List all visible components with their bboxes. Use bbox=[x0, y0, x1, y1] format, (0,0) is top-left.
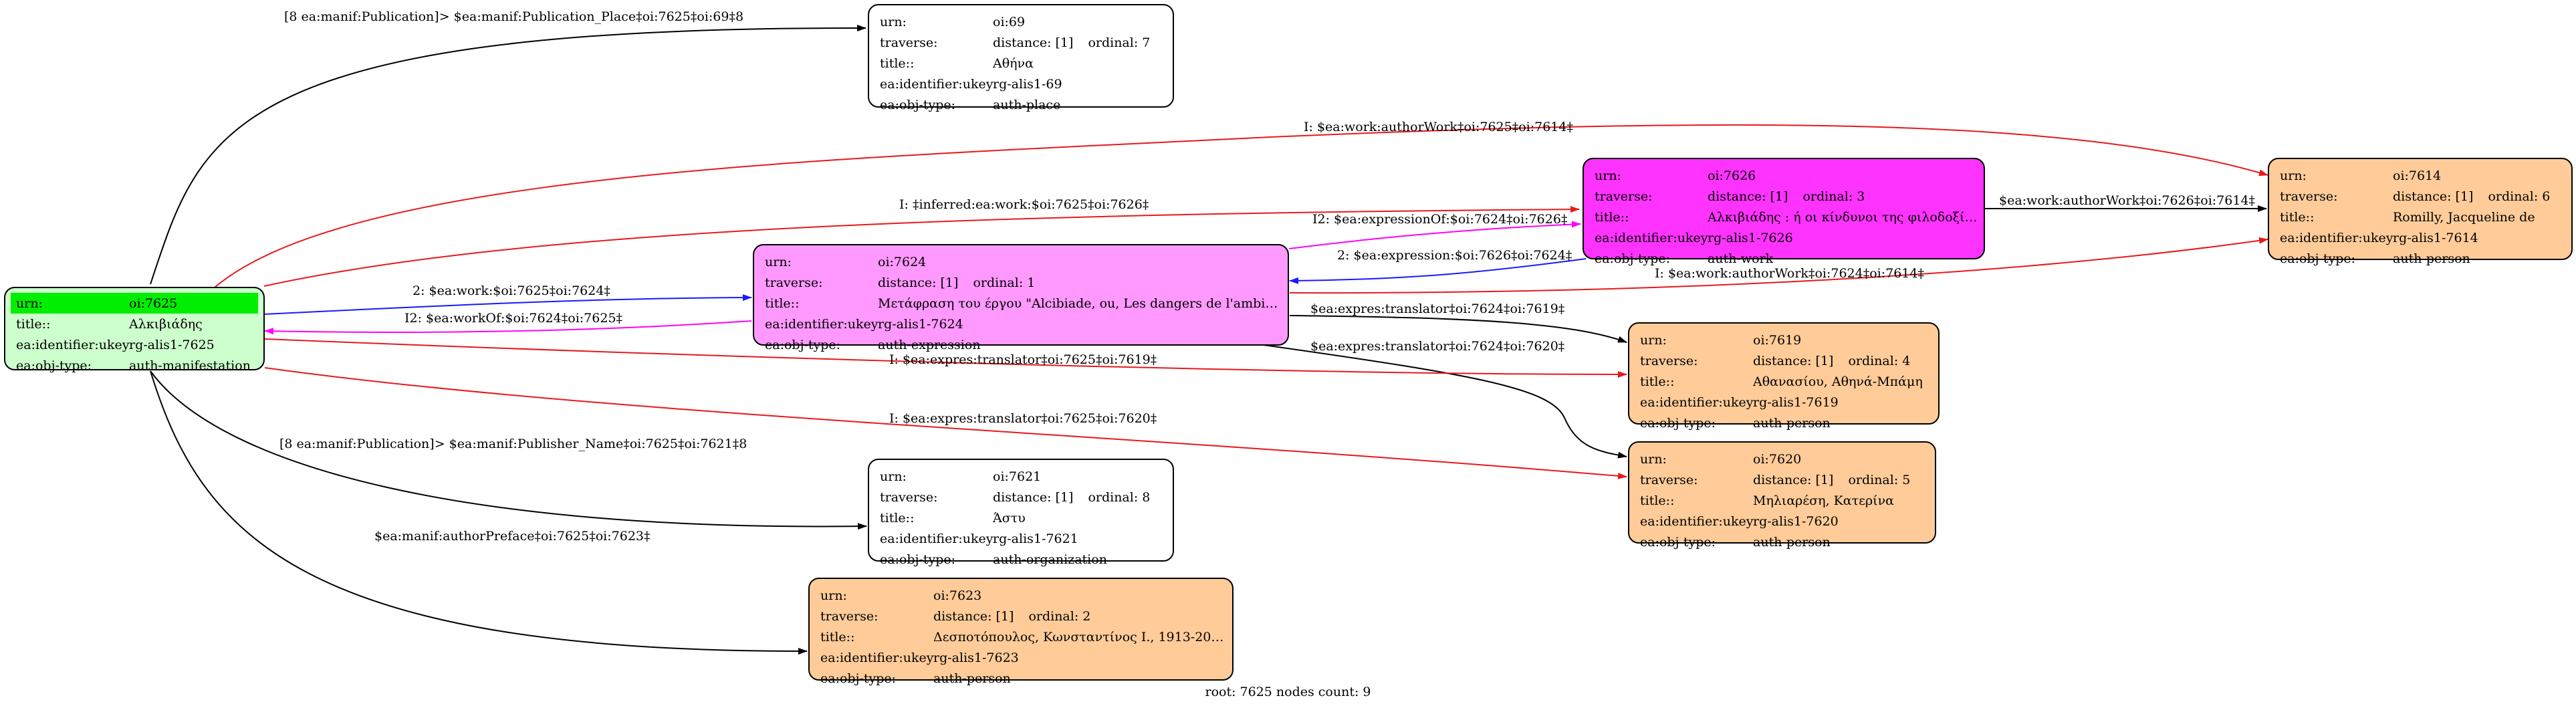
node-oi-7623[interactable]: urn:oi:7623 traverse:distance: [1]ordina… bbox=[808, 578, 1234, 686]
node-row-urn: urn:oi:7624 bbox=[765, 254, 927, 269]
node-row-urn: urn:oi:7620 bbox=[1640, 451, 1802, 467]
node-oi-7619[interactable]: urn:oi:7619 traverse:distance: [1]ordina… bbox=[1628, 322, 1940, 431]
edge-authorwork-7625-7614 bbox=[190, 124, 2268, 315]
edge-inferred-work bbox=[263, 206, 1580, 287]
edge-label-authorwork-7624: I: $ea:work:authorWork‡oi:7624‡oi:7614‡ bbox=[1655, 266, 1924, 281]
node-row-objtype: ea:obj-type:auth-work bbox=[1595, 251, 1774, 266]
node-row-objtype: ea:obj-type:auth-organization bbox=[880, 552, 1107, 567]
node-row-traverse: traverse:distance: [1]ordinal: 8 bbox=[880, 489, 1151, 505]
edge-work bbox=[263, 294, 752, 315]
edge-label-work-authorwork: $ea:work:authorWork‡oi:7626‡oi:7614‡ bbox=[1999, 193, 2255, 208]
edge-label-author-preface: $ea:manif:authorPreface‡oi:7625‡oi:7623‡ bbox=[374, 529, 651, 544]
node-oi-7625-root[interactable]: urn:oi:7625 title::Αλκιβιάδης ea:identif… bbox=[4, 287, 265, 373]
edge-label-publication-place: [8 ea:manif:Publication]> $ea:manif:Publ… bbox=[284, 9, 743, 24]
node-row-title: title::Romilly, Jacqueline de bbox=[2280, 209, 2535, 225]
node-row-objtype: ea:obj-type:auth-person bbox=[1640, 534, 1831, 550]
node-row-urn: urn:oi:7623 bbox=[820, 588, 982, 603]
node-row-urn: urn:oi:7619 bbox=[1640, 332, 1802, 348]
node-row-urn: urn:oi:69 bbox=[880, 14, 1026, 29]
edge-label-inferred: I: ‡inferred:ea:work:$oi:7625‡oi:7626‡ bbox=[899, 197, 1149, 212]
edge-label-publisher: [8 ea:manif:Publication]> $ea:manif:Publ… bbox=[279, 437, 747, 451]
edge-label-expression: 2: $ea:expression:$oi:7626‡oi:7624‡ bbox=[1337, 248, 1572, 263]
edge-publisher bbox=[150, 370, 867, 530]
graph-footer: root: 7625 nodes count: 9 bbox=[1205, 685, 1371, 699]
edge-translator-i7619 bbox=[264, 338, 1627, 378]
node-row-title: title::Μηλιαρέση, Κατερίνα bbox=[1640, 493, 1894, 508]
edge-label-workof: I2: $ea:workOf:$oi:7624‡oi:7625‡ bbox=[404, 311, 622, 326]
node-row-title: title::Άστυ bbox=[880, 510, 1026, 525]
edge-label-translator-i7620: I: $ea:expres:translator‡oi:7625‡oi:7620… bbox=[889, 411, 1157, 426]
node-row-title: title::Δεσποτόπουλος, Κωνσταντίνος Ι., 1… bbox=[820, 629, 1227, 644]
node-oi-7621[interactable]: urn:oi:7621 traverse:distance: [1]ordina… bbox=[868, 459, 1174, 567]
node-row-urn: urn:oi:7625 bbox=[11, 293, 258, 314]
edge-translator-7619 bbox=[1289, 315, 1627, 343]
node-row-title: title::Αθανασίου, Αθηνά-Μπάμη bbox=[1640, 374, 1923, 389]
node-row-traverse: traverse:distance: [1]ordinal: 6 bbox=[2280, 189, 2551, 204]
edge-translator-i7620 bbox=[264, 367, 1627, 479]
node-row-title: title::Αλκιβιάδης : ή οι κίνδυνοι της φι… bbox=[1595, 209, 1978, 225]
node-row-traverse: traverse:distance: [1]ordinal: 4 bbox=[1640, 353, 1911, 368]
node-oi-7626[interactable]: urn:oi:7626 traverse:distance: [1]ordina… bbox=[1583, 158, 1985, 266]
node-row-objtype: ea:obj-type:auth-person bbox=[2280, 251, 2470, 266]
edge-authorwork-7624-7614 bbox=[1289, 237, 2268, 294]
edge-label-translator-i7619: I: $ea:expres:translator‡oi:7625‡oi:7619… bbox=[889, 352, 1157, 367]
node-row-urn: urn:oi:7614 bbox=[2280, 168, 2442, 183]
node-row-objtype: ea:obj-type:auth-manifestation bbox=[16, 358, 251, 373]
node-row-traverse: traverse:distance: [1]ordinal: 3 bbox=[1595, 189, 1865, 204]
node-row-traverse: traverse:distance: [1]ordinal: 2 bbox=[820, 608, 1091, 624]
edge-label-work: 2: $ea:work:$oi:7625‡oi:7624‡ bbox=[413, 283, 610, 298]
edge-publication-place bbox=[150, 24, 866, 285]
edge-expression bbox=[1289, 258, 1587, 284]
edge-label-authorwork-7625: I: $ea:work:authorWork‡oi:7625‡oi:7614‡ bbox=[1304, 120, 1573, 134]
edge-translator-7620 bbox=[1263, 344, 1627, 459]
node-row-objtype: ea:obj-type:auth-person bbox=[1640, 415, 1831, 431]
edge-label-translator-7619: $ea:expres:translator‡oi:7624‡oi:7619‡ bbox=[1310, 302, 1564, 316]
edge-label-translator-7620: $ea:expres:translator‡oi:7624‡oi:7620‡ bbox=[1310, 339, 1564, 354]
node-oi-7620[interactable]: urn:oi:7620 traverse:distance: [1]ordina… bbox=[1628, 441, 1936, 550]
edge-workof bbox=[264, 320, 752, 335]
node-row-title: title::Αλκιβιάδης bbox=[16, 316, 203, 332]
node-oi-69[interactable]: urn:oi:69 traverse:distance: [1]ordinal:… bbox=[868, 4, 1174, 112]
edge-label-expressionof: I2: $ea:expressionOf:$oi:7624‡oi:7626‡ bbox=[1312, 212, 1567, 227]
edge-author-preface bbox=[150, 370, 808, 655]
node-row-objtype: ea:obj-type:auth-person bbox=[820, 671, 1011, 686]
node-row-traverse: traverse:distance: [1]ordinal: 5 bbox=[1640, 472, 1911, 487]
node-row-title: title::Μετάφραση του έργου "Alcibiade, o… bbox=[765, 296, 1282, 311]
node-row-title: title::Αθήνα bbox=[880, 55, 1034, 71]
node-row-objtype: ea:obj-type:auth-place bbox=[880, 97, 1061, 112]
edge-expressionof bbox=[1288, 221, 1581, 249]
node-row-urn: urn:oi:7626 bbox=[1595, 168, 1756, 183]
node-oi-7624[interactable]: urn:oi:7624 traverse:distance: [1]ordina… bbox=[753, 244, 1289, 352]
node-row-traverse: traverse:distance: [1]ordinal: 1 bbox=[765, 275, 1036, 290]
node-row-traverse: traverse:distance: [1]ordinal: 7 bbox=[880, 35, 1151, 50]
node-row-urn: urn:oi:7621 bbox=[880, 469, 1042, 484]
node-oi-7614[interactable]: urn:oi:7614 traverse:distance: [1]ordina… bbox=[2268, 158, 2573, 266]
node-row-objtype: ea:obj-type:auth-expression bbox=[765, 337, 981, 352]
